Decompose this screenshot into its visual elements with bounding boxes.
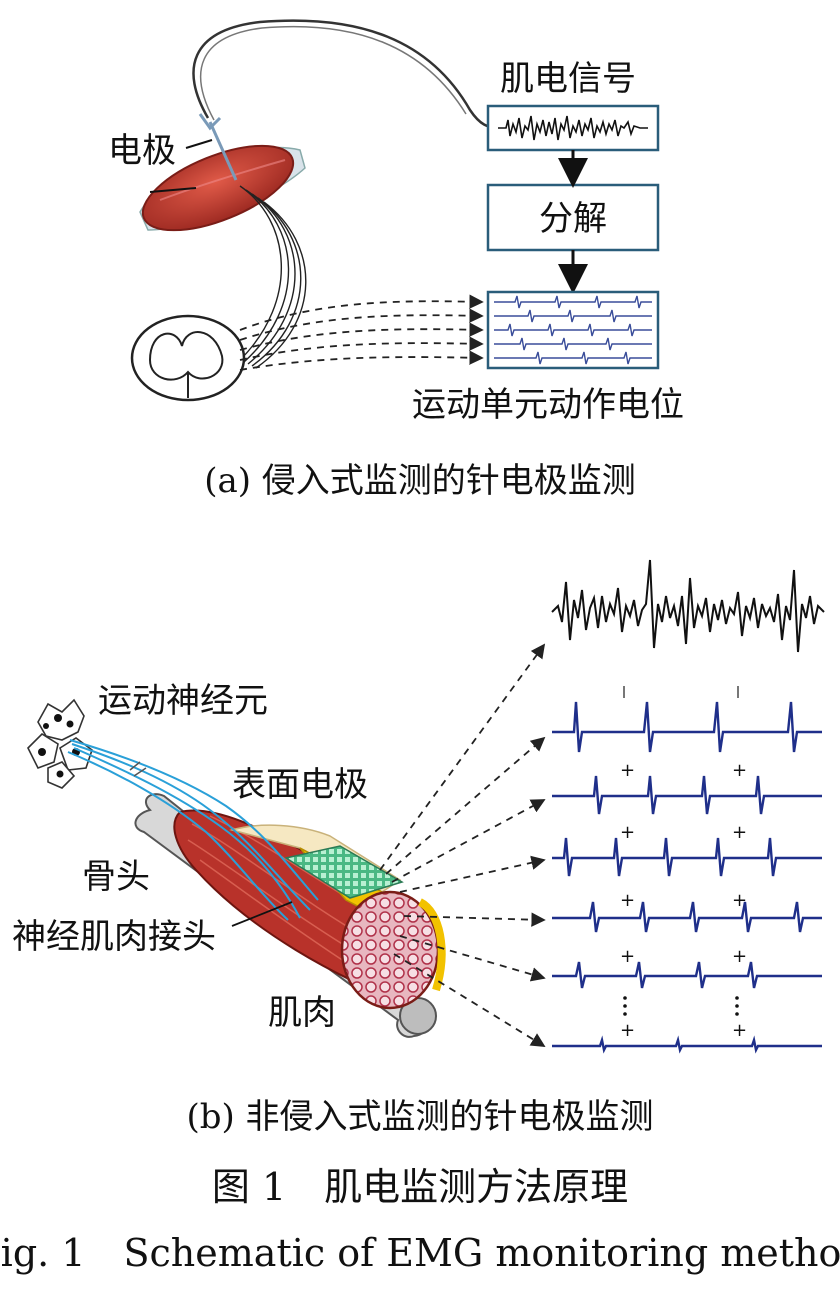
bone-label: 骨头 [82, 857, 150, 897]
muscle-label: 肌肉 [268, 993, 336, 1033]
muap-label: 运动单元动作电位 [412, 385, 684, 425]
svg-text:+: + [620, 1020, 635, 1041]
svg-text:+: + [732, 946, 747, 967]
svg-text:+: + [620, 946, 635, 967]
svg-text:+: + [732, 1020, 747, 1041]
muscle-a-icon [139, 144, 306, 232]
muap-traces [494, 295, 652, 365]
trace-markers: + + + + + + + + + + [620, 760, 747, 1041]
needle-electrode-icon [185, 113, 238, 181]
figure-title-en: Fig. 1 Schematic of EMG monitoring metho… [0, 1231, 840, 1275]
svg-text:+: + [620, 890, 635, 911]
caption-a: (a) 侵入式监测的针电极监测 [204, 461, 636, 501]
svg-text:+: + [620, 822, 635, 843]
spinal-cord-icon [130, 314, 246, 402]
dashed-arrows-b [379, 643, 546, 1047]
svg-text:+: + [732, 822, 747, 843]
muap-trains [552, 701, 822, 1054]
emg-signal-label: 肌电信号 [500, 59, 636, 99]
svg-text:+: + [732, 760, 747, 781]
panel-a: 电极 肌电信号 分解 运动单元动作电位 (a) 侵入式监测的针电极监测 [108, 19, 684, 501]
panel-b: + + + + + + + + + + [12, 559, 825, 1137]
motor-neuron-icon [27, 698, 93, 789]
dashed-arrows-a [239, 294, 484, 371]
caption-b: (b) 非侵入式监测的针电极监测 [186, 1097, 653, 1137]
nerve-fibers-b [67, 739, 319, 921]
svg-text:+: + [732, 890, 747, 911]
electrode-label: 电极 [108, 131, 176, 171]
electrode-cable [192, 19, 501, 130]
decompose-label: 分解 [539, 199, 607, 239]
svg-text:+: + [620, 760, 635, 781]
surface-emg-trace [551, 559, 825, 653]
surface-electrode-grid [284, 845, 404, 899]
figure-title-cn: 图 1 肌电监测方法原理 [212, 1165, 628, 1209]
nmj-label: 神经肌肉接头 [12, 917, 216, 957]
motor-neuron-label: 运动神经元 [98, 681, 268, 721]
nerve-fibers-a [239, 185, 307, 369]
surface-electrode-label: 表面电极 [232, 765, 368, 805]
emg-signal-trace [498, 115, 648, 141]
